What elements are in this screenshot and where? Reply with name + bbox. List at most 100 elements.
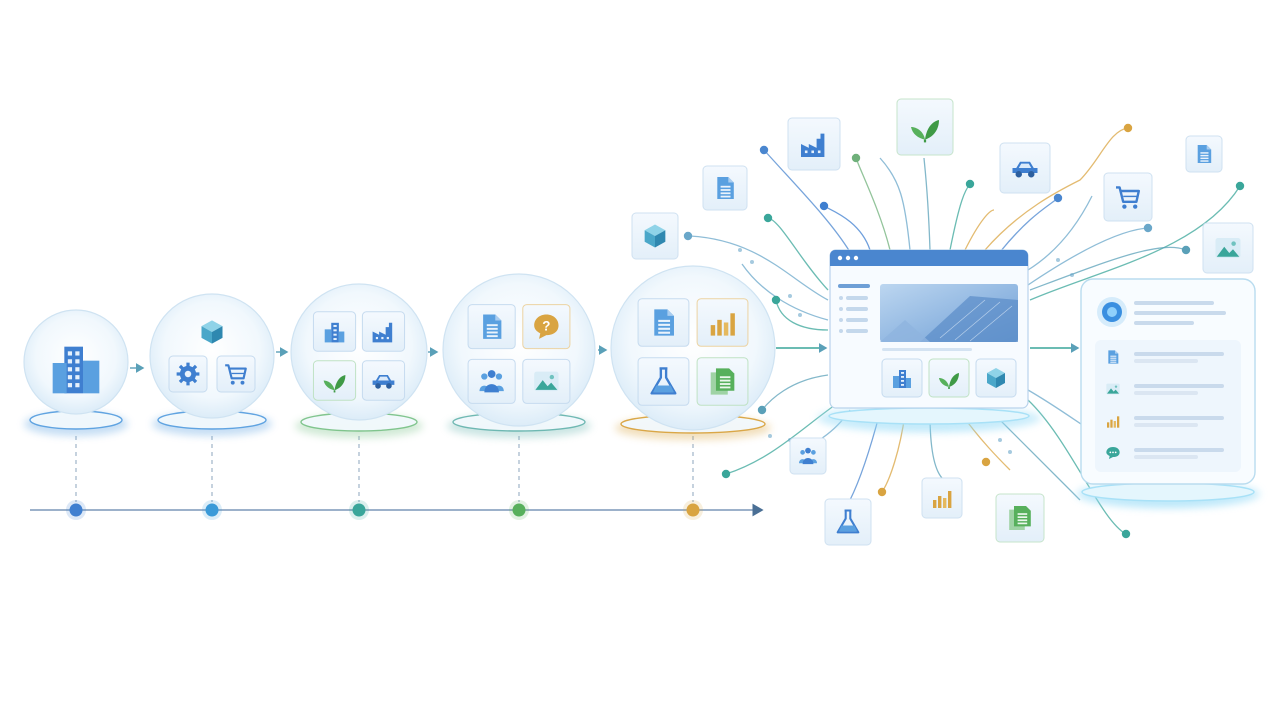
leaf-icon: [323, 375, 346, 393]
network-node: [998, 438, 1002, 442]
network-node: [1121, 529, 1131, 539]
document-tile: [637, 298, 690, 347]
car-tile: [999, 142, 1051, 194]
network-node: [1008, 450, 1012, 454]
people-tile: [467, 358, 516, 404]
network-link: [949, 183, 971, 251]
cube-icon: [644, 224, 666, 248]
timeline-dots: [66, 500, 703, 520]
leaf-tile: [928, 358, 970, 398]
timeline-dot: [509, 500, 529, 520]
network-node: [1123, 123, 1133, 133]
document-tile: [467, 304, 516, 350]
timeline-dot: [683, 500, 703, 520]
hub-tiles: [881, 358, 1017, 398]
network-node: [1235, 181, 1245, 191]
timeline-dot: [66, 500, 86, 520]
flask-tile: [824, 498, 872, 546]
report-icon: [1009, 506, 1031, 530]
cart-icon: [1115, 186, 1140, 209]
cube-icon: [201, 320, 223, 344]
buildings-icon: [324, 322, 345, 343]
network-node: [763, 213, 773, 223]
network-node: [1181, 245, 1191, 255]
buildings-icon: [893, 370, 911, 388]
stage-orb: [442, 273, 596, 427]
stage-5: [610, 265, 776, 440]
network-link: [823, 205, 871, 251]
factory-tile: [361, 311, 406, 352]
image-icon: [534, 371, 559, 392]
cart-tile: [1103, 172, 1153, 222]
image-icon: [1215, 238, 1241, 258]
stage-orb: [149, 293, 275, 419]
network-node: [1056, 258, 1060, 262]
network-node: [1053, 193, 1063, 203]
network-link: [923, 157, 931, 251]
network-link: [1029, 185, 1241, 301]
stage-2: [149, 293, 275, 436]
bar-chart-icon: [933, 491, 952, 508]
network-node: [1143, 223, 1153, 233]
factory-icon: [801, 133, 825, 157]
cube-tile: [975, 358, 1017, 398]
question-bubble-icon: ?: [534, 314, 559, 339]
stage-orb: [290, 283, 428, 421]
question-bubble-tile: ?: [522, 304, 571, 350]
network-link: [761, 374, 829, 411]
flask-icon: [650, 367, 677, 395]
flask-icon: [836, 509, 860, 534]
document-tile: [702, 165, 748, 211]
network-link: [775, 299, 829, 331]
gear-icon: [176, 362, 200, 386]
leaf-tile: [896, 98, 954, 156]
hub-sidebar: [838, 284, 870, 333]
car-icon: [1012, 161, 1038, 178]
network-link: [879, 157, 911, 251]
stages: ?: [23, 265, 776, 440]
stage-4: ?: [442, 273, 596, 438]
network-node: [750, 260, 754, 264]
bar-chart-tile: [696, 298, 749, 347]
network-node: [759, 145, 769, 155]
network-node: [757, 405, 767, 415]
bar-chart-tile: [921, 477, 963, 519]
output-row: [1108, 350, 1224, 364]
network-node: [1070, 273, 1074, 277]
output-row: [1107, 416, 1224, 428]
report-tile: [696, 357, 749, 406]
network-node: [721, 469, 731, 479]
people-icon: [799, 447, 817, 465]
leaf-icon: [939, 373, 959, 389]
leaf-tile: [312, 360, 357, 401]
stage-orb: [610, 265, 776, 431]
building-icon: [52, 346, 100, 394]
network-link: [767, 217, 829, 291]
report-icon: [710, 368, 735, 395]
people-tile: [789, 437, 827, 475]
network-node: [738, 248, 742, 252]
network-link: [855, 157, 891, 251]
document-icon: [1108, 350, 1119, 364]
network-node: [819, 201, 829, 211]
timeline-dot: [202, 500, 222, 520]
buildings-tile: [881, 358, 923, 398]
buildings-tile: [312, 311, 357, 352]
car-icon: [372, 375, 395, 389]
network-link: [1029, 246, 1187, 291]
network-node: [851, 153, 861, 163]
timeline-connectors: [75, 436, 694, 502]
chat-icon: [1106, 447, 1120, 459]
car-tile: [361, 360, 406, 401]
cart-icon: [225, 364, 247, 385]
leaf-icon: [911, 120, 939, 143]
document-icon: [717, 177, 734, 199]
hub-panel: [817, 249, 1041, 432]
timeline-dot: [349, 500, 369, 520]
network-node: [788, 294, 792, 298]
network-link: [689, 235, 829, 301]
hub-hero-image: [880, 284, 1018, 342]
network-link: [1027, 195, 1093, 271]
image-tile: [1202, 222, 1254, 274]
document-icon: [483, 314, 502, 339]
